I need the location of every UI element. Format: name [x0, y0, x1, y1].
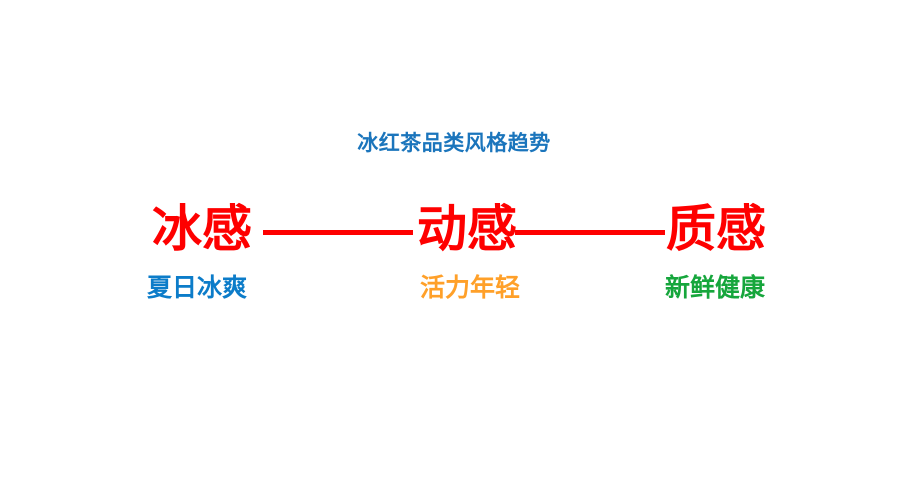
slide-title: 冰红茶品类风格趋势: [357, 132, 551, 155]
spectrum-term-dynamic: 动感: [417, 201, 517, 257]
spectrum-sublabel-dynamic: 活力年轻: [419, 274, 521, 302]
spectrum-term-ice: 冰感: [152, 201, 252, 257]
spectrum-term-texture: 质感: [666, 201, 766, 257]
spectrum-connector-line-2: ———: [515, 201, 665, 257]
spectrum-sublabel-texture: 新鲜健康: [664, 274, 766, 302]
spectrum-connector-line-1: ———: [263, 201, 413, 257]
spectrum-sublabel-ice: 夏日冰爽: [146, 274, 248, 302]
